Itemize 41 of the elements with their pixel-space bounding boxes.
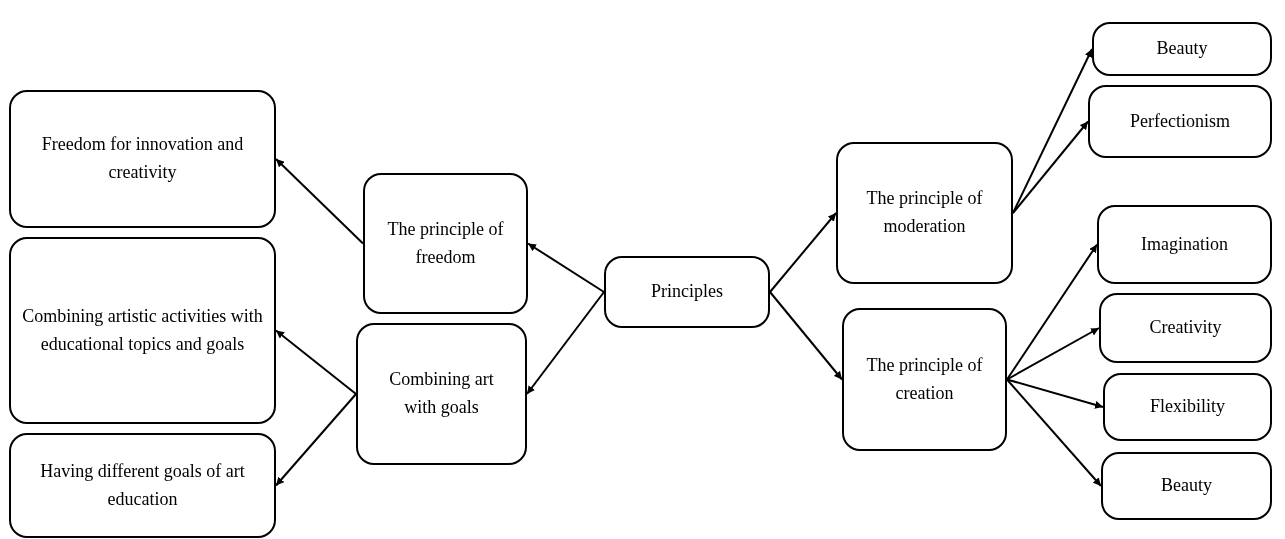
rounded-box (1103, 373, 1272, 441)
rounded-box (356, 323, 527, 465)
node-label: Imagination (1141, 232, 1228, 256)
arrow (526, 291, 605, 395)
arrow (275, 329, 357, 395)
rounded-box (842, 308, 1007, 451)
arrow (1006, 378, 1104, 409)
rounded-box (836, 142, 1013, 284)
arrow (769, 291, 843, 381)
arrow (1006, 378, 1102, 487)
node-label: Flexibility (1150, 395, 1225, 419)
arrow (275, 393, 357, 487)
node-label: The principle of creation (865, 353, 984, 405)
node-label: Principles (651, 280, 723, 304)
arrow (1006, 327, 1100, 381)
arrow (275, 158, 364, 245)
arrow (527, 242, 605, 293)
rounded-box (1097, 205, 1272, 284)
rounded-box (1099, 293, 1272, 363)
node-label: Combining art with goals (388, 368, 495, 419)
node-label: Perfectionism (1130, 109, 1230, 133)
rounded-box (604, 256, 770, 328)
arrow (1006, 243, 1098, 381)
node-label: Beauty (1161, 474, 1212, 498)
node-label: Beauty (1156, 37, 1208, 61)
rounded-box (1088, 85, 1272, 158)
node-label: Creativity (1149, 316, 1222, 340)
node-label: The principle of freedom (386, 217, 505, 269)
rounded-box (1092, 22, 1272, 76)
rounded-box (9, 90, 276, 228)
rounded-box (1101, 452, 1272, 520)
node-label: The principle of moderation (865, 187, 984, 238)
node-label: Combining artistic activities with educational topics and goals (21, 304, 264, 356)
rounded-box (9, 237, 276, 424)
arrow (769, 212, 837, 293)
arrow (1012, 120, 1089, 214)
rounded-box (363, 173, 528, 314)
arrow (1012, 48, 1093, 214)
node-label: Having different goals of art education (39, 459, 246, 511)
node-label: Freedom for innovation and creativity (40, 133, 245, 184)
rounded-box (9, 433, 276, 538)
